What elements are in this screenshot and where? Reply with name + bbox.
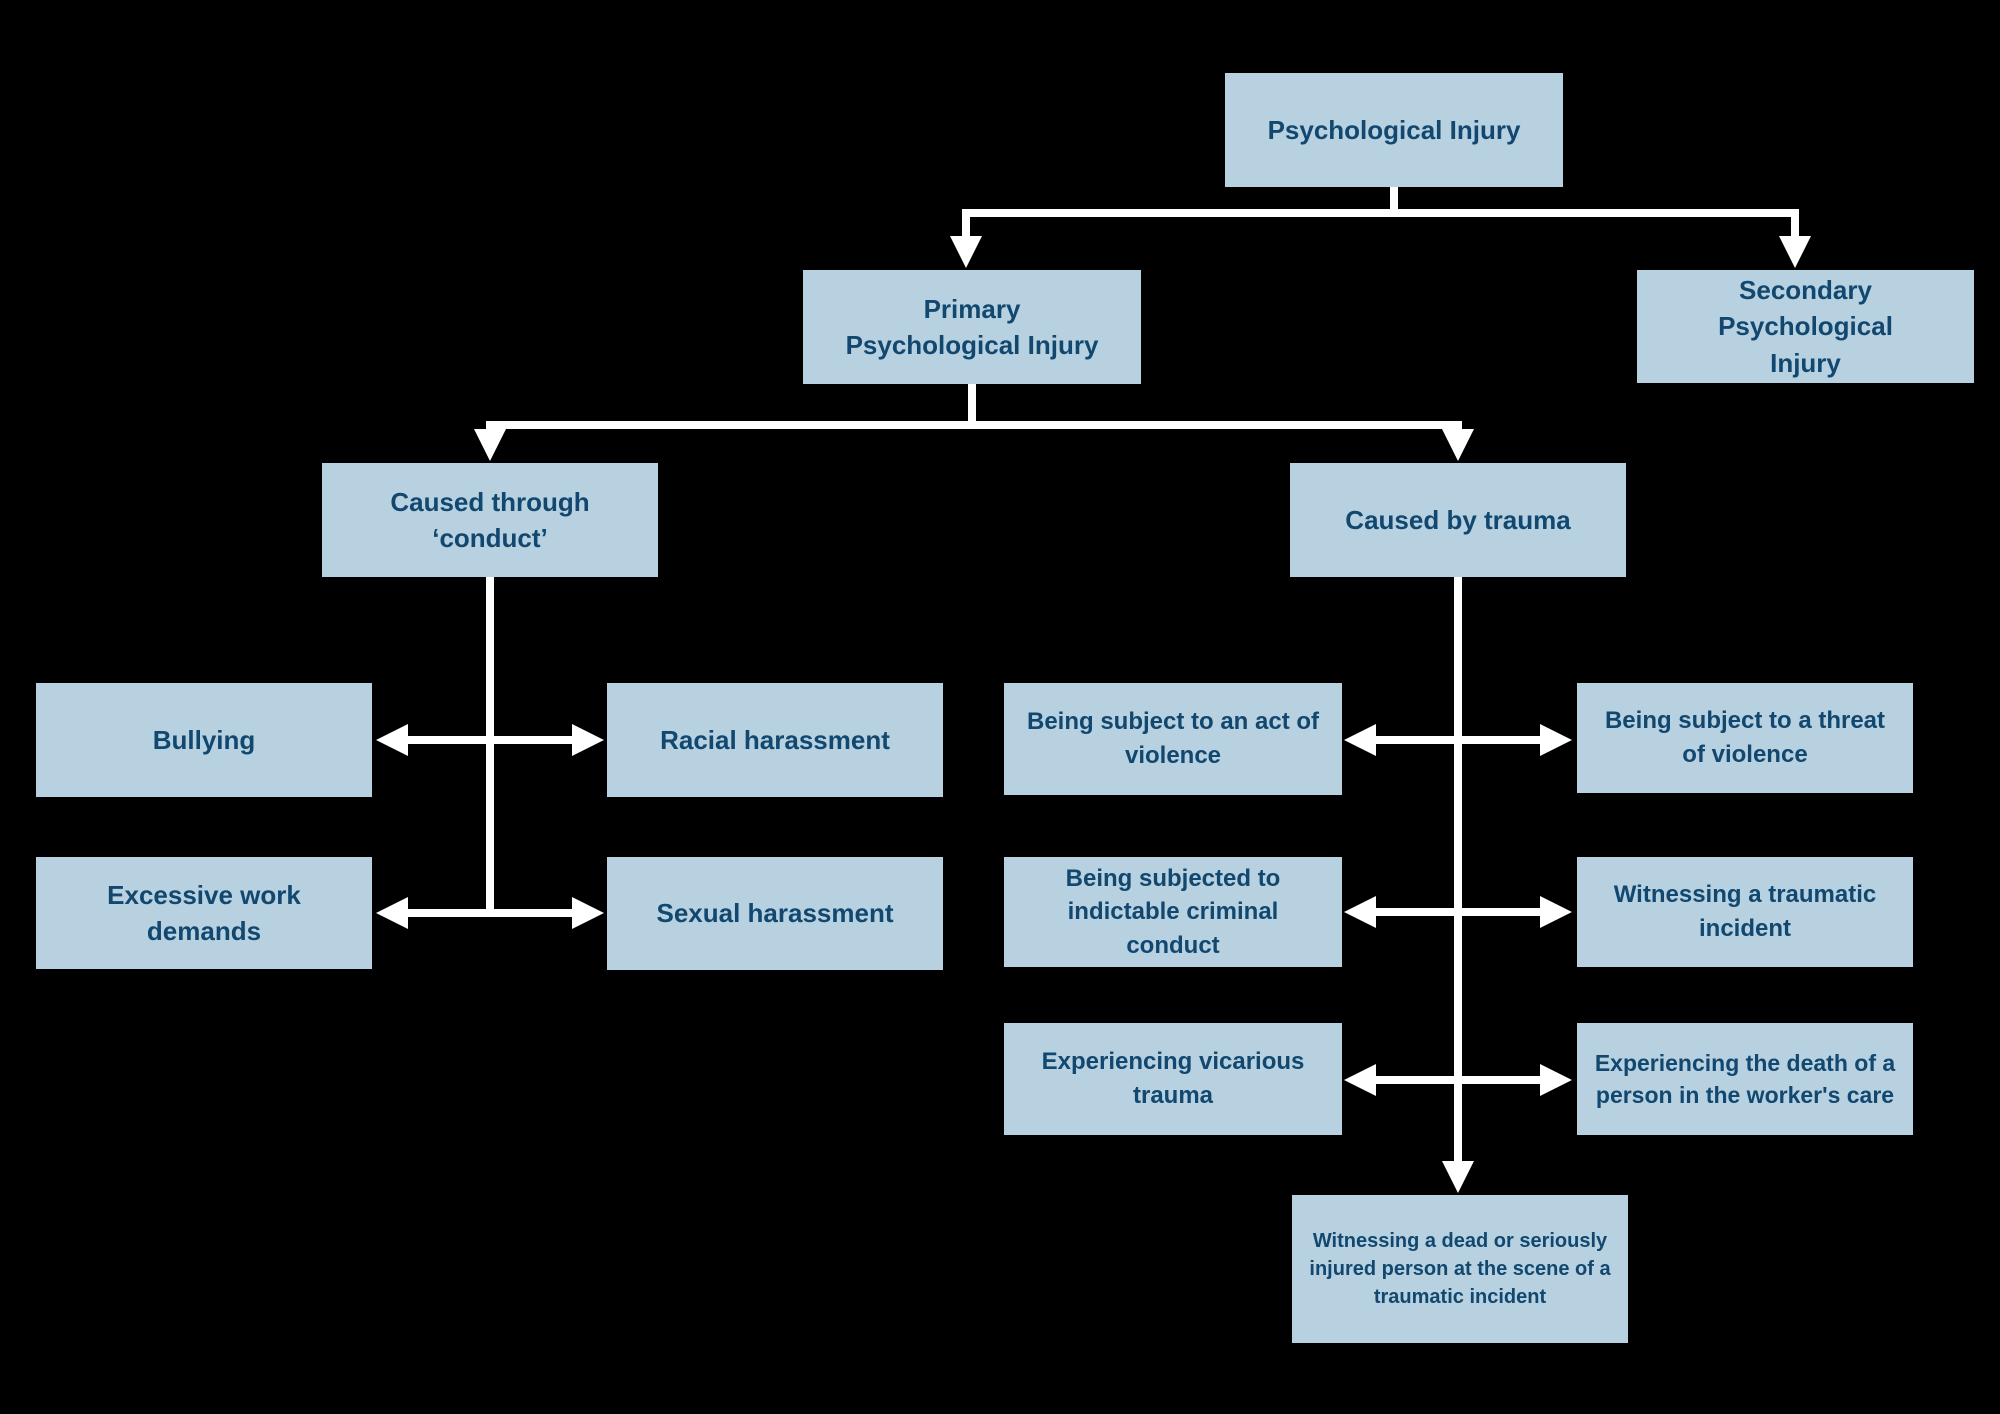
node-threat-of-violence: Being subject to a threat of violence: [1577, 683, 1913, 793]
node-excessive-work-demands: Excessive work demands: [36, 857, 372, 969]
node-caused-by-trauma: Caused by trauma: [1290, 463, 1626, 577]
node-psychological-injury: Psychological Injury: [1225, 73, 1563, 187]
edge-primary-branch: [474, 421, 1474, 461]
node-indictable-criminal-conduct: Being subjected to indictable criminal c…: [1004, 857, 1342, 967]
node-witnessing-dead-or-injured: Witnessing a dead or seriously injured p…: [1292, 1195, 1628, 1343]
node-secondary-psychological-injury: Secondary Psychological Injury: [1637, 270, 1974, 383]
node-act-of-violence: Being subject to an act of violence: [1004, 683, 1342, 795]
node-witnessing-traumatic-incident: Witnessing a traumatic incident: [1577, 857, 1913, 967]
node-caused-through-conduct: Caused through ‘conduct’: [322, 463, 658, 577]
node-bullying: Bullying: [36, 683, 372, 797]
node-vicarious-trauma: Experiencing vicarious trauma: [1004, 1023, 1342, 1135]
node-primary-psychological-injury: Primary Psychological Injury: [803, 270, 1141, 384]
node-racial-harassment: Racial harassment: [607, 683, 943, 797]
edge-root-branch: [950, 209, 1811, 268]
node-death-in-workers-care: Experiencing the death of a person in th…: [1577, 1023, 1913, 1135]
node-sexual-harassment: Sexual harassment: [607, 857, 943, 970]
